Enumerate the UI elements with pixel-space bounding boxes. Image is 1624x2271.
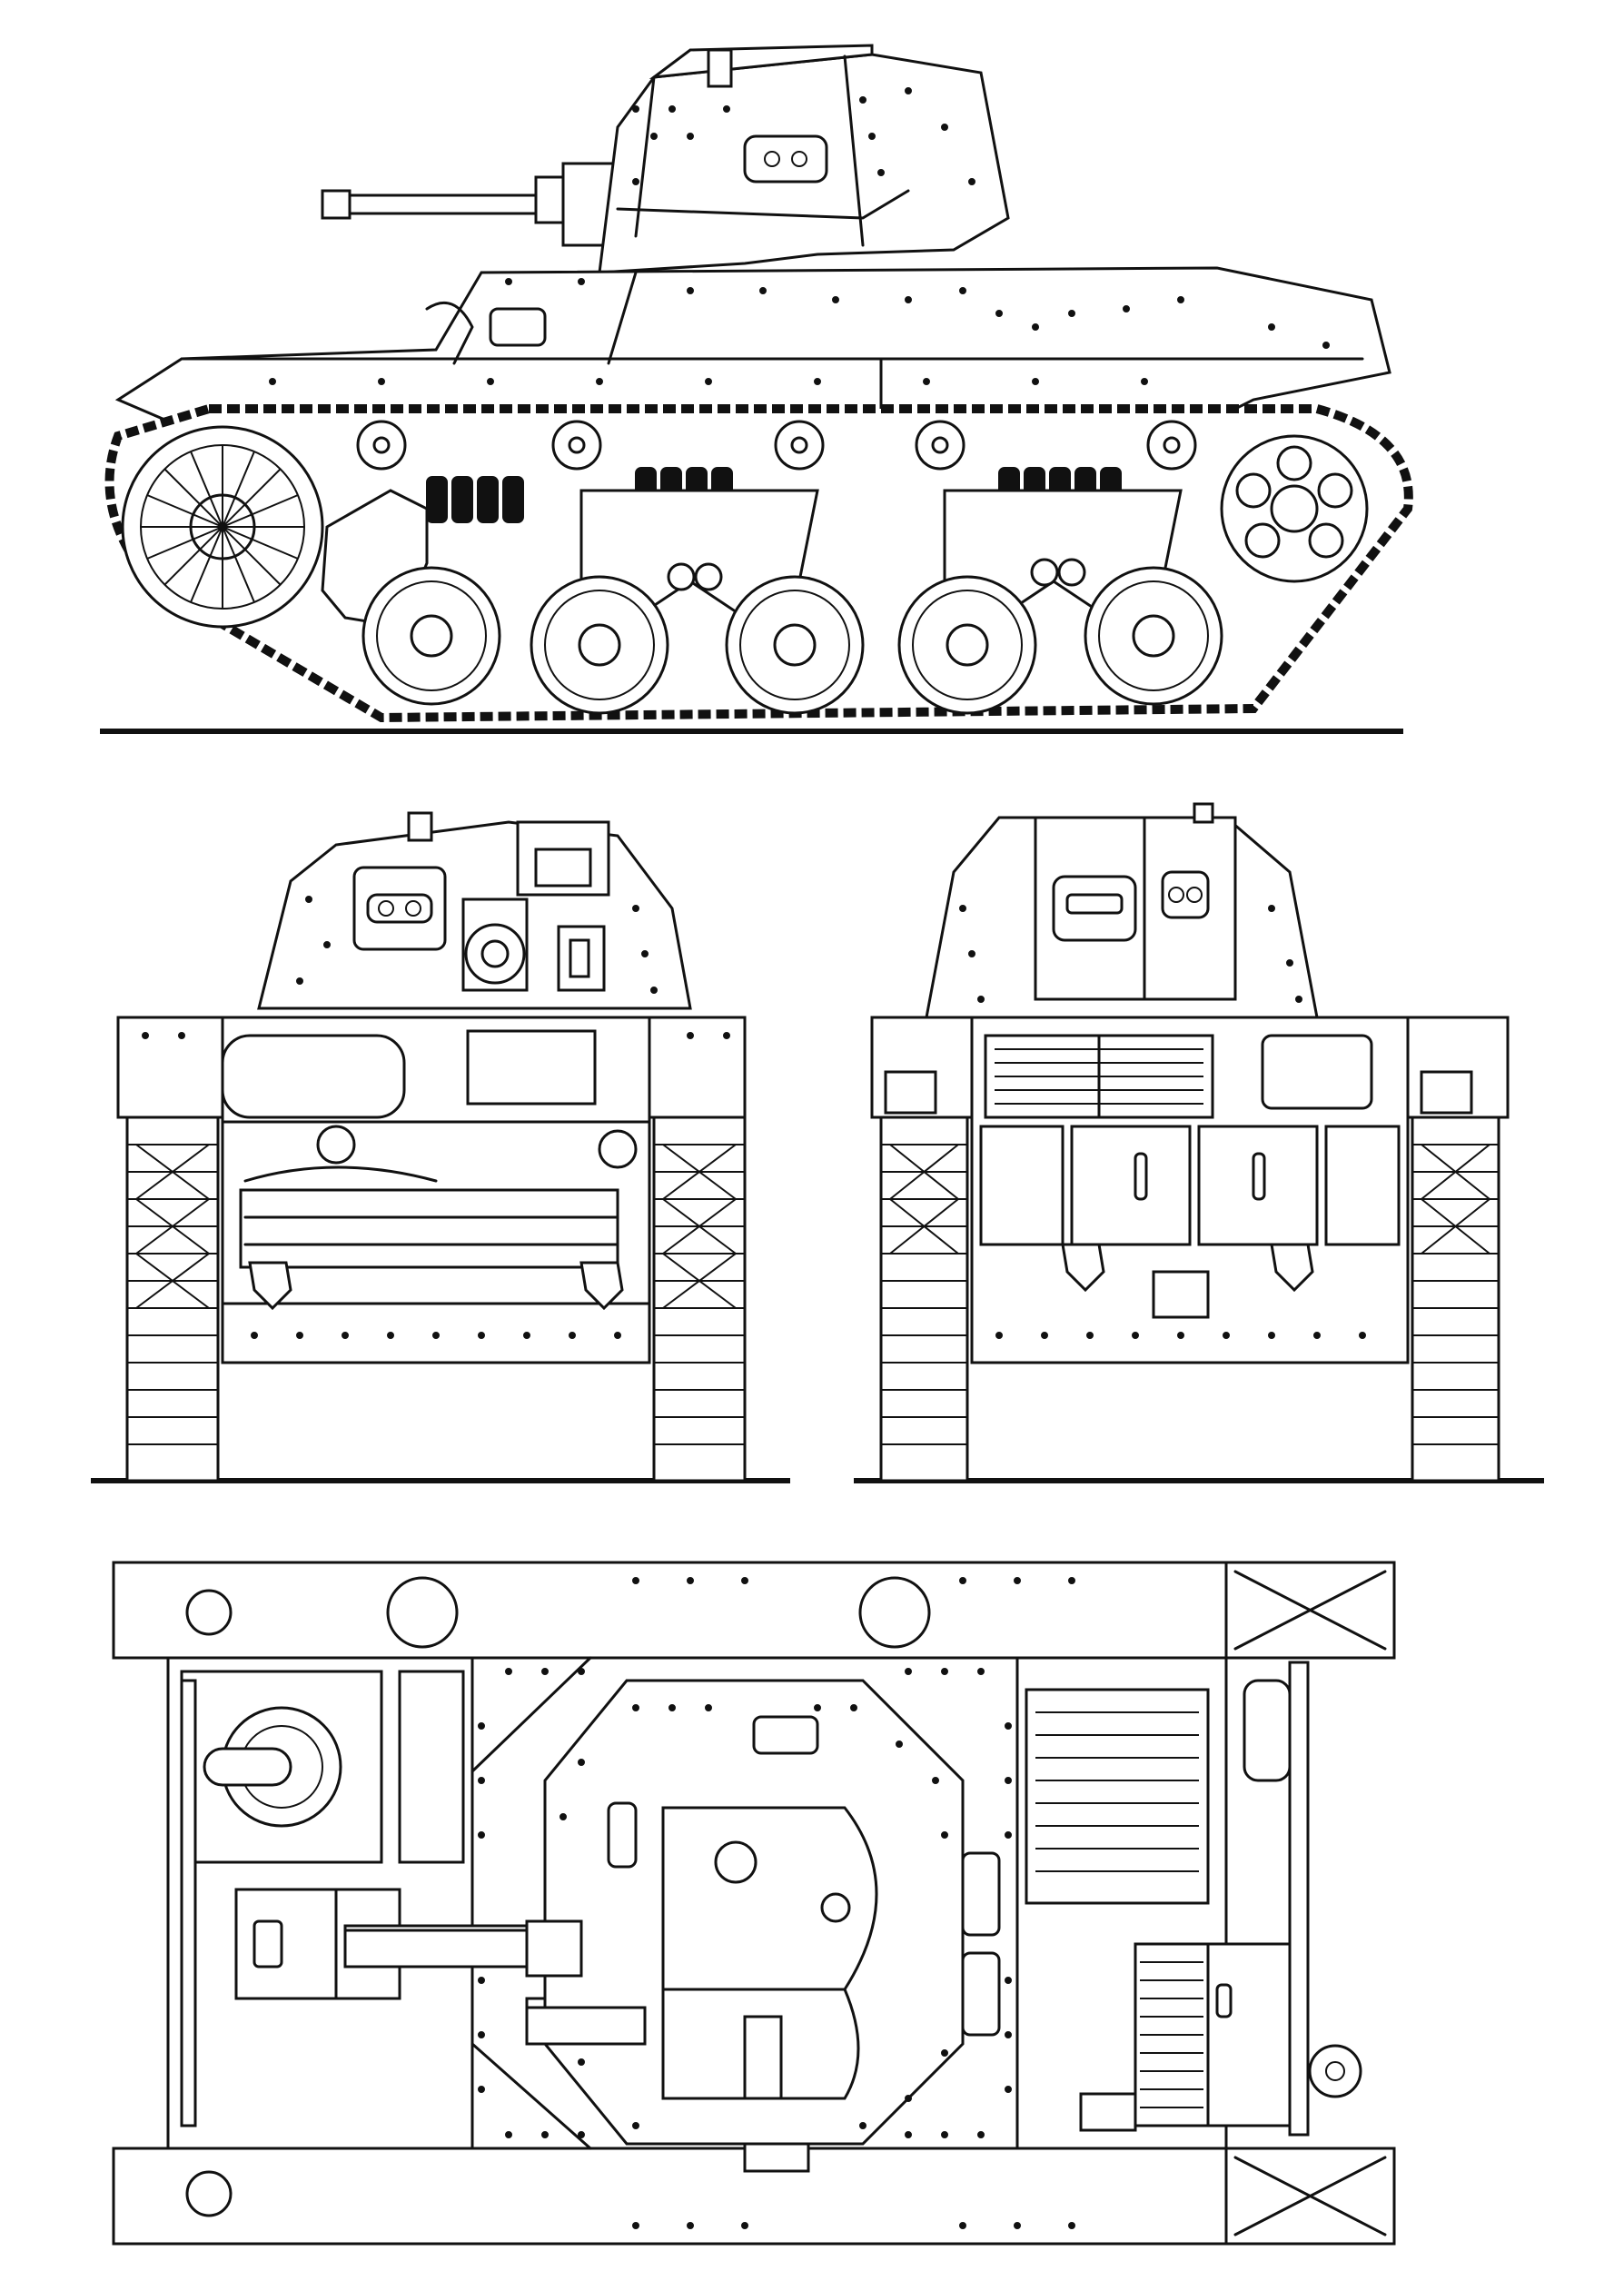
top-engine-grille: [1025, 1688, 1210, 1905]
front-right-track: [652, 1116, 747, 1483]
rear-hull: [870, 1016, 1510, 1364]
side-return-rollers: [356, 420, 1197, 471]
side-turret: [598, 44, 1010, 274]
rear-view: [854, 802, 1544, 1483]
front-hull: [116, 1016, 747, 1364]
side-turret-vision-port: [743, 134, 828, 183]
front-view: [91, 811, 790, 1483]
side-road-wheels: [361, 566, 1223, 715]
rear-left-track: [879, 1116, 969, 1483]
top-engine-deck: [1025, 1661, 1362, 2137]
rear-right-track: [1411, 1116, 1500, 1483]
front-left-track: [125, 1116, 220, 1483]
top-turret: [543, 1679, 1001, 2173]
rear-turret: [925, 802, 1319, 1019]
side-gun: [321, 162, 619, 247]
top-left-fender: [112, 1561, 1396, 1660]
side-drive-sprocket: [121, 425, 324, 629]
top-rivets: [478, 1577, 1075, 2229]
side-hull: [114, 266, 1391, 438]
top-view: [112, 1561, 1396, 2246]
side-view: [100, 44, 1413, 734]
top-gun: [343, 1919, 647, 2046]
side-idler-wheel: [1220, 434, 1369, 583]
front-turret: [257, 811, 692, 1010]
